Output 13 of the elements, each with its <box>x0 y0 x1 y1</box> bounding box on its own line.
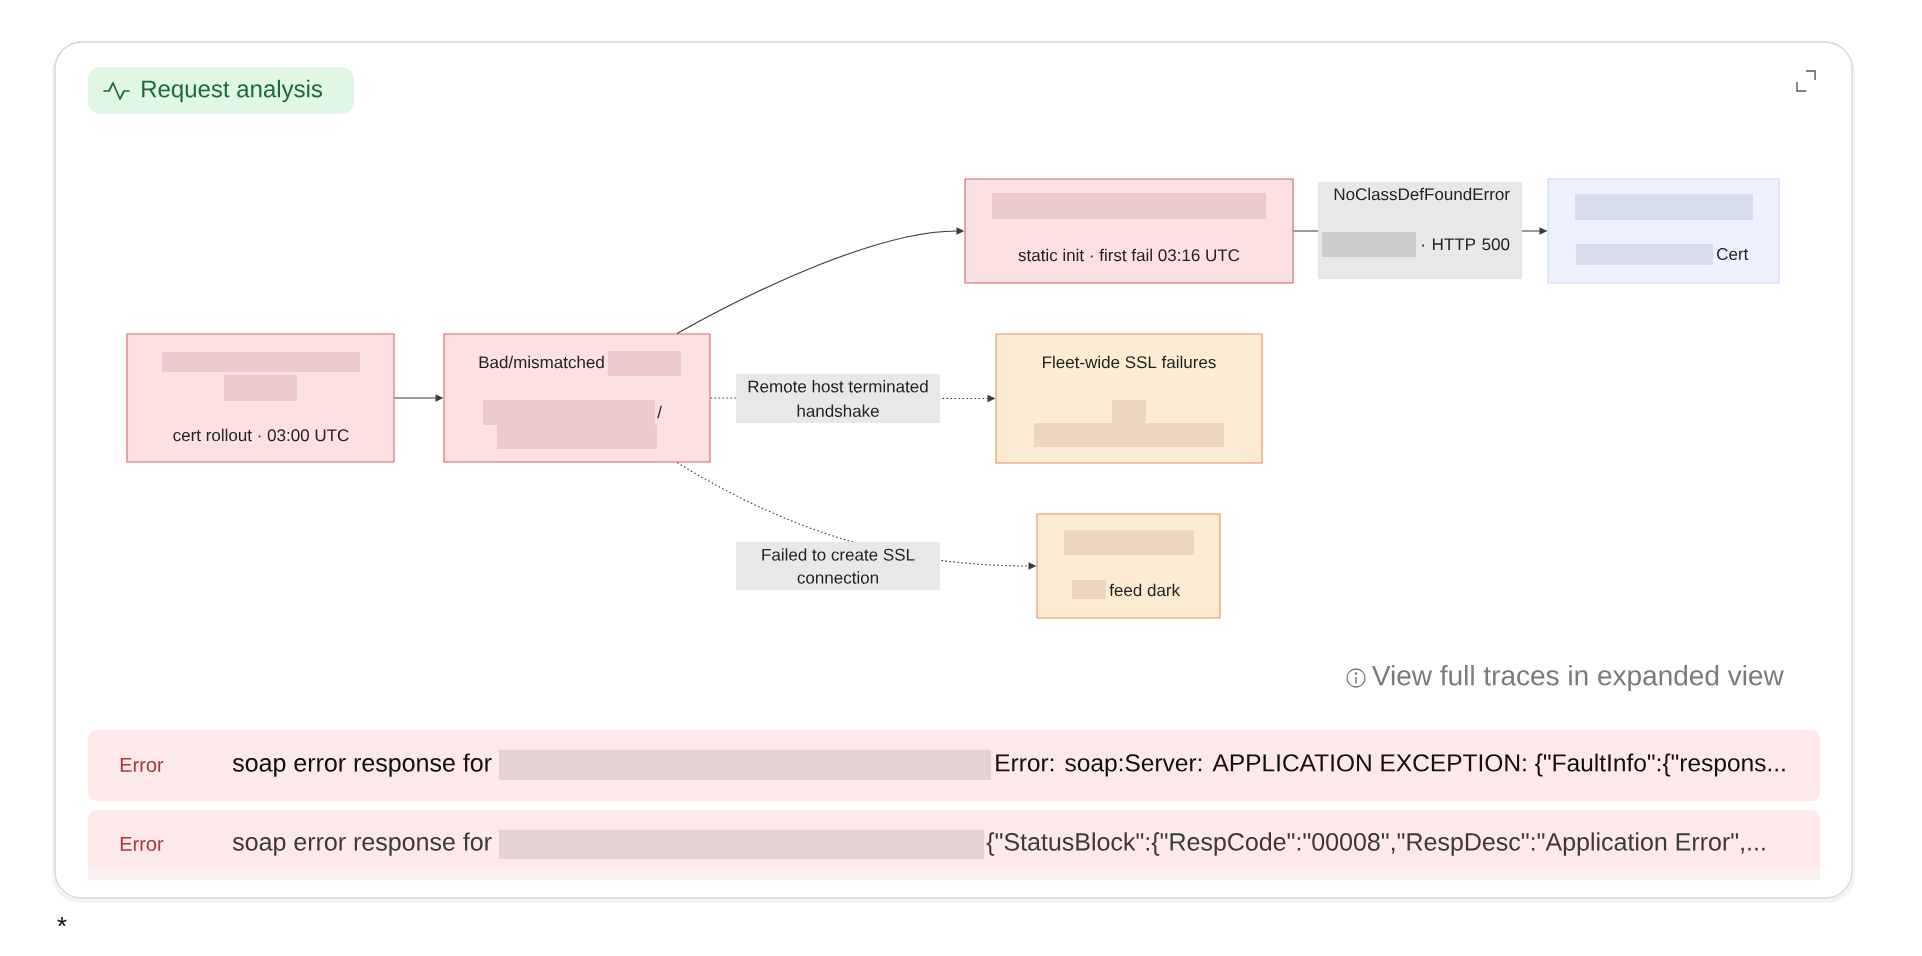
log-message: {"StatusBlock":{"RespCode":"00008","RespDesc":"Application Error",... <box>986 832 1765 856</box>
hint-text: View full traces in expanded view <box>1372 664 1784 692</box>
log-message: soap error response for <box>232 753 492 777</box>
log-message: soap error response for <box>232 832 492 856</box>
status-label: Error <box>120 837 164 851</box>
status-label: Error <box>120 758 164 772</box>
node-label: Bad/mismatched <box>479 355 604 369</box>
log-message: Error: soap:Server: APPLICATION EXCEPTION: {"FaultInfo":{"respons... <box>996 753 1785 777</box>
edge-label: Remote host terminated handshake <box>736 374 940 423</box>
footnote-mark: * <box>57 917 67 927</box>
title-badge: Request analysis <box>88 67 354 114</box>
node-label: / <box>657 405 662 419</box>
edge-label: Failed to create SSL connection <box>736 542 940 590</box>
